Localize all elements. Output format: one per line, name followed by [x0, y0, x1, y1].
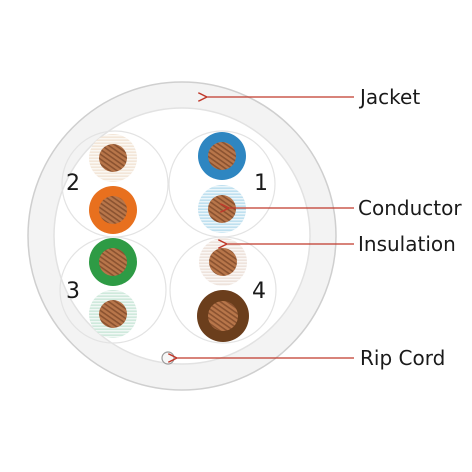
- wire-orange-striped: [89, 134, 137, 182]
- wire-green-solid: [89, 238, 137, 286]
- wire-brown-solid: [197, 290, 249, 342]
- wire-green-striped: [89, 290, 137, 338]
- wire-blue-solid: [198, 132, 246, 180]
- wire-blue-striped: [198, 185, 246, 233]
- insulation-label: Insulation: [358, 232, 456, 256]
- pair-number-4: 4: [252, 279, 266, 304]
- pair-number-2: 2: [66, 171, 80, 196]
- pair-group-3: [59, 236, 167, 344]
- rip-cord: [161, 351, 175, 365]
- wire-orange-solid: [89, 186, 137, 234]
- rip-cord-label: Rip Cord: [360, 346, 445, 370]
- conductor-label: Conductor: [358, 196, 462, 220]
- pair-number-3: 3: [66, 279, 80, 304]
- wire-brown-striped: [199, 238, 247, 286]
- pair-number-1: 1: [254, 171, 268, 196]
- jacket-label: Jacket: [358, 85, 420, 109]
- pair-group-4: [169, 236, 277, 344]
